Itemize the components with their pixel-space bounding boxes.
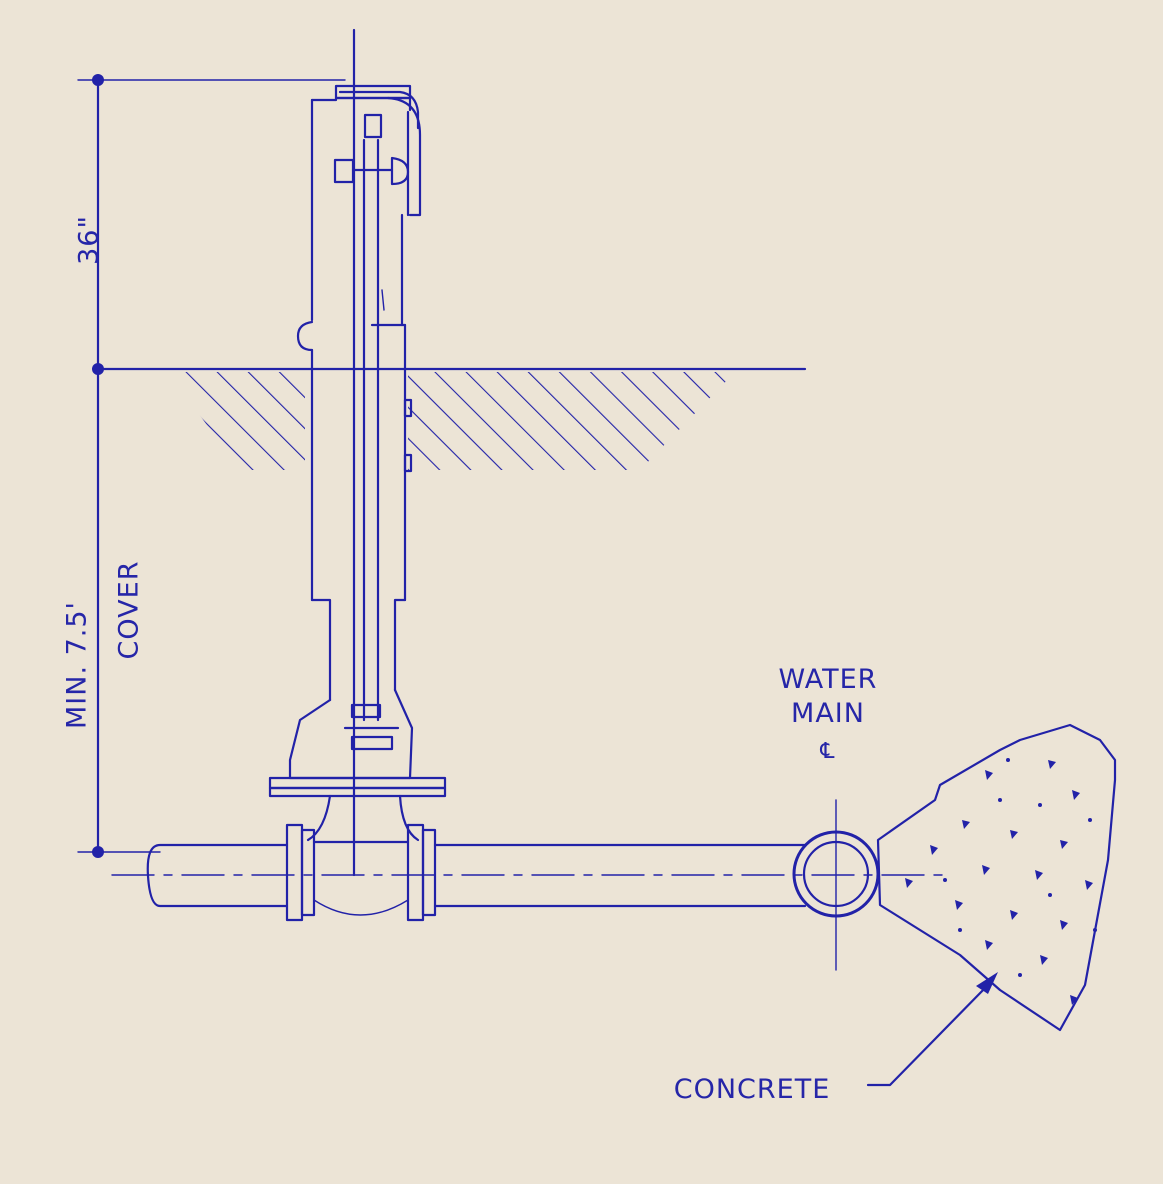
flange-right-inner [421,828,437,917]
nozzle-outlet [390,156,410,186]
valve-shoe [288,688,414,780]
valve-body-bottom [313,899,409,916]
flange-left-outer [285,823,304,922]
bolt-2 [403,453,413,473]
riser-left [306,794,332,842]
water-main-label-line2: MAIN [791,698,865,729]
cover-word-label: COVER [114,561,145,660]
leader-arrowhead [976,972,998,994]
dimension-dot-bottom [92,846,104,858]
dimension-dot-top [92,74,104,86]
hydrant-hood [386,96,422,217]
valve-seat-1 [350,703,382,719]
soil-hatch-left [168,372,305,470]
water-main-label-line1: WATER [779,664,878,695]
concrete-thrust-block [876,723,1117,1032]
riser-right [398,794,420,842]
flange-left-inner [300,828,316,917]
soil-hatch-right [408,372,735,470]
bolt-1 [403,398,413,418]
base-flange-upper [268,776,447,790]
min-cover-label: MIN. 7.5' [62,601,93,729]
height-above-ground-label: 36" [74,215,105,265]
stem-tick [381,289,385,311]
centerline-symbol: ℄ [819,739,835,764]
base-flange-lower [268,786,447,798]
bonnet-top [310,96,412,112]
fire-hydrant [268,28,447,877]
valve-seat-2 [350,735,394,751]
nozzle-cap-left [333,158,355,184]
pumper-boss [296,320,314,352]
dimension-lines [77,74,346,858]
barrel-step-right [393,598,407,692]
concrete-leader [866,972,998,1087]
cap-lip [338,90,420,130]
pipe-left-segment [146,843,289,908]
concrete-aggregate [905,758,1097,1005]
water-main [792,799,880,971]
gate-valve [285,823,437,922]
barrel-step-left [310,598,332,702]
concrete-label: CONCRETE [674,1074,831,1105]
branch-pipe [111,843,946,908]
ground-surface [96,367,807,470]
operating-nut [363,113,383,139]
thrust-block-outline [876,723,1117,1032]
leader-line [866,983,990,1087]
